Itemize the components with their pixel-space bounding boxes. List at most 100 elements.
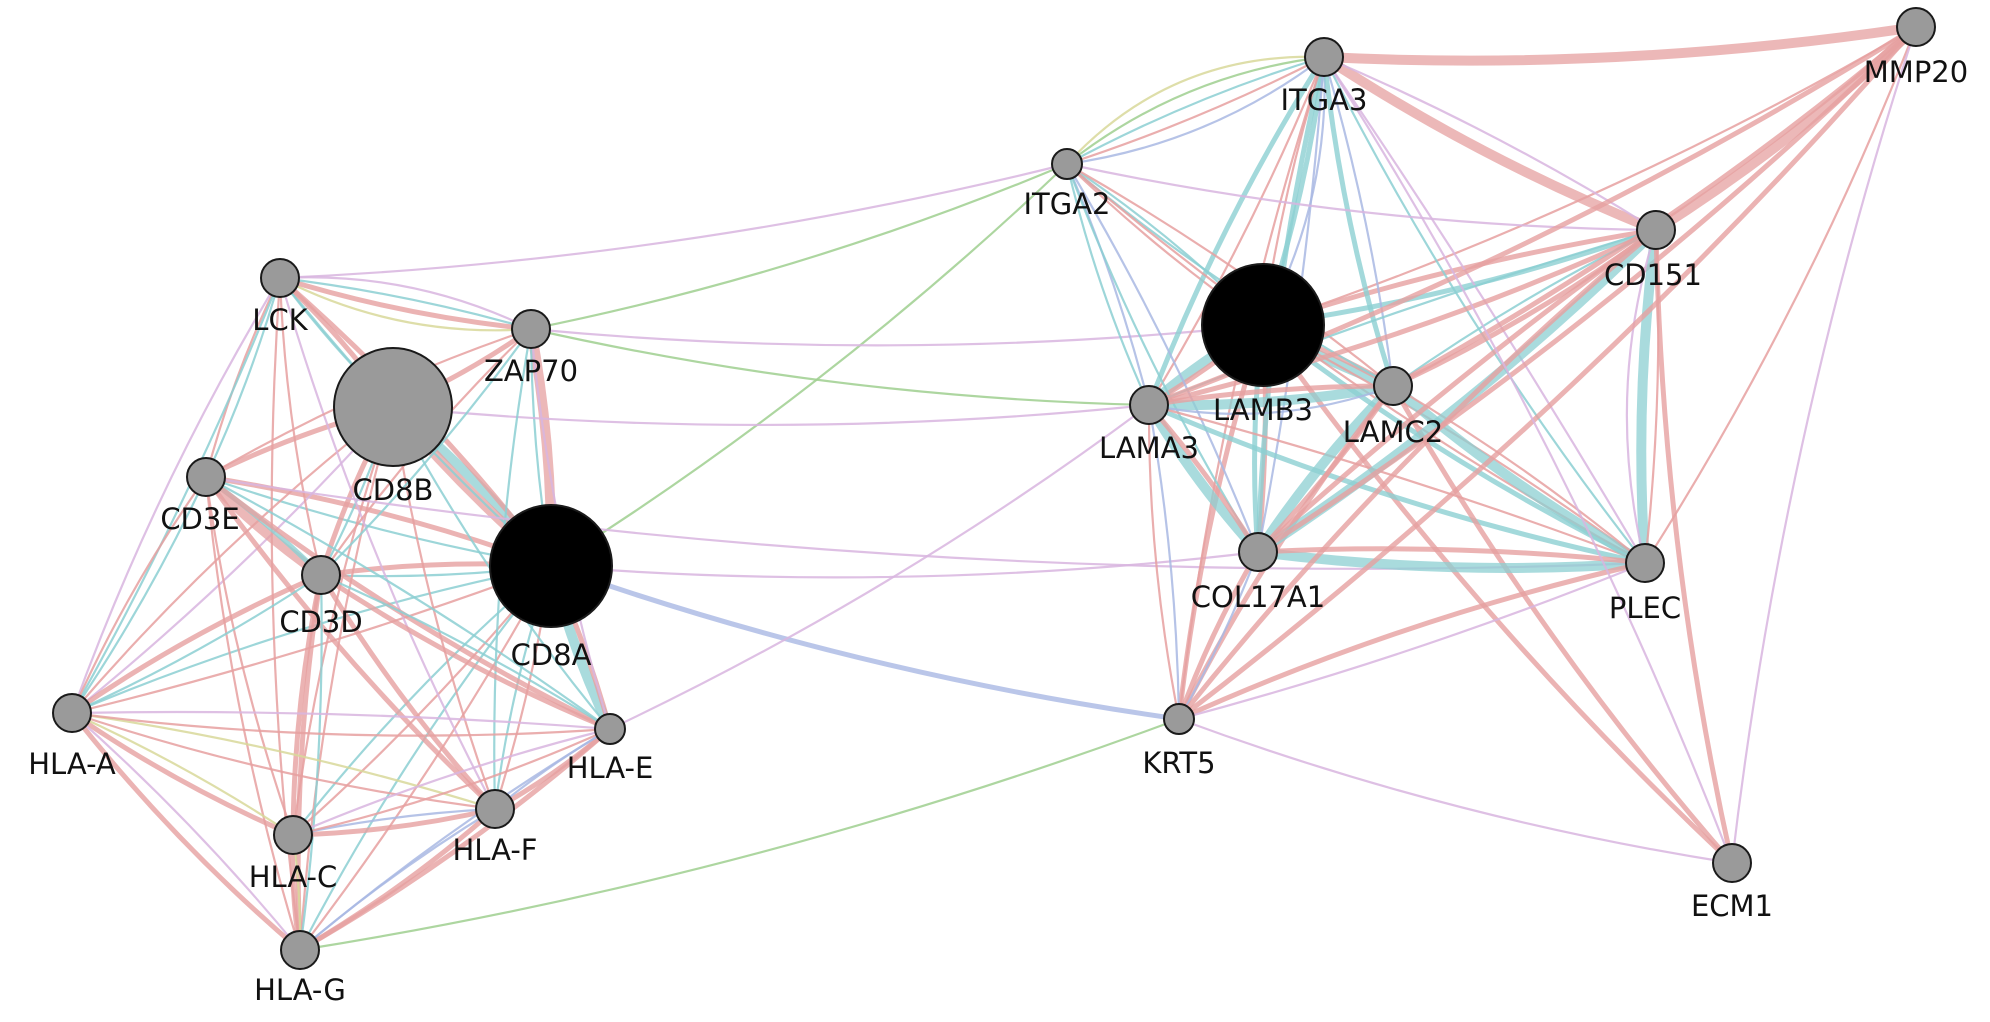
edge-col17a1-krt5-colocalization [1177,550,1260,721]
edge-cd8a-itga2-pathway [549,162,1069,568]
node-label-hla-a: HLA-A [28,747,116,781]
edge-lama3-lamc2-colocalization [1147,384,1395,415]
edge-lck-hla-f-shared_domain [278,276,497,811]
node-label-cd3d: CD3D [279,605,362,639]
edge-itga3-mmp20-coexpression [1319,22,1921,66]
edge-itga3-itga2-coexpression [1065,55,1326,166]
edge-cd151-mmp20-coexpression [1651,22,1921,235]
edge-layer [69,22,1921,953]
edge-cd151-plec-physical [1636,225,1661,568]
node-label-ecm1: ECM1 [1691,889,1773,923]
edge-plec-krt5-coexpression [1176,560,1648,722]
edge-hla-e-lama3-shared_domain [608,403,1151,731]
node-cd3e[interactable] [186,457,226,497]
edge-cd8b-hla-a-coexpression [70,405,395,715]
edge-lck-zap70-physical [278,276,533,331]
node-label-lck: LCK [252,303,308,337]
edge-lamc2-col17a1-physical [1253,381,1398,557]
edge-cd8a-hla-g-physical [298,564,553,952]
edge-itga3-cd151-shared_domain [1322,55,1658,232]
edge-cd8a-krt5-colocalization [548,563,1182,722]
node-hla-f[interactable] [475,789,515,829]
node-plec[interactable] [1625,543,1665,583]
node-cd8a[interactable] [489,504,613,628]
edge-cd8a-hla-g-coexpression [298,564,553,952]
node-hla-g[interactable] [280,930,320,970]
edge-cd3d-hla-f-coexpression [318,572,498,812]
edge-itga3-itga2-pathway [1065,55,1326,166]
node-hla-a[interactable] [52,693,92,733]
edge-itga2-lamc2-coexpression [1065,162,1395,388]
edge-hla-a-hla-g-shared_domain [70,711,302,952]
edge-lck-zap70-genetic [278,276,533,332]
node-hla-c[interactable] [273,815,313,855]
edge-lama3-krt5-coexpression [1147,403,1181,721]
edge-lamc2-ecm1-coexpression [1390,383,1735,866]
edge-lck-hla-g-coexpression [270,276,302,952]
node-mmp20[interactable] [1896,7,1936,47]
edge-lama3-lamc2-physical [1144,381,1398,411]
node-label-col17a1: COL17A1 [1191,580,1325,614]
node-label-cd8b: CD8B [353,473,434,507]
edge-hla-c-hla-e-shared_domain [291,727,612,837]
edge-itga2-lama3-physical [1065,162,1151,407]
edge-lama3-krt5-colocalization [1147,403,1181,721]
edge-col17a1-plec-coexpression [1255,546,1648,566]
node-cd151[interactable] [1636,210,1676,250]
edge-plec-mmp20-coexpression [1643,25,1918,565]
edge-cd3e-hla-g-coexpression [204,475,302,952]
edge-cd151-plec-shared_domain [1625,228,1658,565]
node-lamc2[interactable] [1373,366,1413,406]
node-label-lamc2: LAMC2 [1343,415,1443,449]
node-label-hla-c: HLA-C [249,860,338,894]
node-lamb3[interactable] [1201,263,1325,387]
edge-lama3-lamc2-coexpression [1146,383,1396,408]
node-label-krt5: KRT5 [1142,746,1215,780]
edge-cd3d-hla-a-coexpression [69,572,324,716]
edge-zap70-cd3d-physical [319,327,533,577]
edge-mmp20-ecm1-shared_domain [1730,25,1918,865]
edge-itga3-cd151-coexpression [1319,52,1661,235]
edge-col17a1-krt5-coexpression [1176,549,1261,722]
edge-lck-hla-a-shared_domain [70,276,282,715]
node-hla-e[interactable] [594,713,626,745]
edge-cd3e-hla-a-physical [70,475,208,715]
edge-cd8b-hla-g-coexpression [298,405,395,952]
edge-hla-a-hla-f-coexpression [70,711,497,811]
node-col17a1[interactable] [1238,532,1278,572]
node-krt5[interactable] [1163,703,1195,735]
edge-hla-a-hla-c-genetic [70,711,295,837]
node-cd3d[interactable] [301,555,341,595]
edge-lck-cd3e-physical [204,276,282,479]
edge-lck-hla-a-physical [70,276,282,715]
edge-lck-cd3e-coexpression [204,276,282,479]
node-ecm1[interactable] [1712,843,1752,883]
node-label-hla-e: HLA-E [567,751,654,785]
node-cd8b[interactable] [333,347,453,467]
edge-itga3-itga2-genetic [1065,55,1326,166]
edge-krt5-mmp20-coexpression [1176,24,1919,722]
edge-hla-g-krt5-pathway [298,717,1181,952]
node-lama3[interactable] [1129,385,1169,425]
node-label-lama3: LAMA3 [1099,431,1199,465]
edge-zap70-itga2-pathway [529,162,1069,331]
edge-itga3-lamc2-colocalization [1322,55,1395,388]
edge-cd8b-hla-a-shared_domain [70,405,395,715]
edge-cd3d-hla-e-coexpression [318,572,613,732]
edge-itga3-lama3-coexpression [1147,55,1326,407]
edge-lck-itga2-shared_domain [278,162,1069,280]
edge-itga3-lamc2-physical [1321,54,1396,389]
edge-cd8a-hla-a-physical [70,564,553,715]
edge-cd3e-hla-c-coexpression [204,475,295,837]
node-itga2[interactable] [1051,148,1083,180]
edge-cd8a-col17a1-shared_domain [549,550,1260,579]
node-itga3[interactable] [1304,37,1344,77]
node-lck[interactable] [260,258,300,298]
label-layer: CD8ACD8BLAMB3LCKZAP70CD3ECD3DHLA-AHLA-CH… [28,55,1968,1007]
node-zap70[interactable] [511,309,551,349]
edge-itga3-plec-physical [1322,55,1647,565]
edge-hla-a-hla-e-shared_domain [70,710,612,731]
edge-lama3-col17a1-physical [1144,400,1263,557]
edge-itga2-cd151-shared_domain [1065,162,1658,232]
edge-hla-c-hla-e-coexpression [291,727,612,837]
